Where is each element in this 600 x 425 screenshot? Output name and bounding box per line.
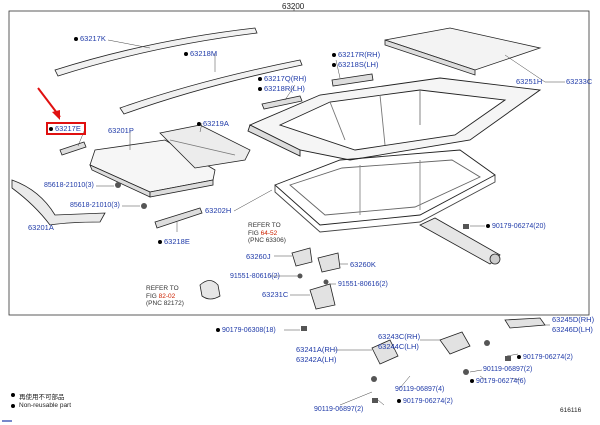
label-63201A[interactable]: 63201A	[28, 223, 54, 232]
bracket-63260J	[291, 247, 313, 267]
label-90179-06308[interactable]: 90179-06308(18)	[216, 327, 276, 335]
glass-63251H	[384, 27, 542, 76]
strip-63218E	[154, 207, 203, 229]
bracket-63243C	[439, 331, 471, 355]
label-90119-06897-2a[interactable]: 90119-06897(2)	[483, 366, 533, 373]
bolt-85618-b	[141, 203, 147, 209]
label-91551-a[interactable]: 91551-80616(2)	[230, 273, 280, 280]
label-90119-06897-2b[interactable]: 90119-06897(2)	[314, 406, 364, 413]
diagram-id: 616116	[560, 407, 582, 414]
screws-91551	[297, 273, 329, 285]
strip-63217Q	[261, 95, 303, 110]
label-63260K[interactable]: 63260K	[350, 260, 376, 269]
bar-63217E	[59, 141, 87, 156]
refer-note-64-52[interactable]: REFER TO FIG 64-52 (PNC 63306)	[248, 222, 286, 245]
label-90179-06274-20[interactable]: 90179-06274(20)	[486, 223, 546, 231]
label-63218S[interactable]: 63218S(LH)	[332, 61, 378, 69]
refer-note-2-fig: FIG	[146, 292, 159, 300]
refer-note-2-line3: (PNC 82172)	[146, 300, 184, 307]
refer-note-1-line1: REFER TO	[248, 222, 281, 229]
highlight-box	[46, 122, 86, 135]
label-63217R[interactable]: 63217R(RH)	[332, 51, 380, 59]
highlight-arrow	[37, 87, 61, 120]
roof-assembly	[247, 77, 542, 161]
frame-63202H	[274, 149, 496, 233]
label-63217E[interactable]: 63217E	[49, 125, 81, 133]
label-90179-06274-6[interactable]: 90179-06274(6)	[470, 378, 526, 386]
legend-dot-1	[11, 393, 15, 397]
refer-note-1-fig: FIG	[248, 229, 261, 237]
strip-63217R	[331, 73, 374, 87]
molding-63217K	[54, 27, 258, 77]
label-90179-06274-2a[interactable]: 90179-06274(2)	[517, 354, 573, 362]
refer-bracket-82-02	[199, 280, 221, 300]
refer-note-1-link[interactable]: 64-52	[260, 229, 278, 237]
label-90119-06897-4[interactable]: 90119-06897(4)	[395, 386, 445, 393]
molding-63218M	[119, 59, 303, 115]
bracket-63245D	[504, 317, 546, 329]
label-63245D[interactable]: 63245D(RH)	[552, 315, 595, 324]
bracket-63241A	[371, 339, 399, 365]
label-63260J[interactable]: 63260J	[246, 252, 271, 261]
label-85618-b[interactable]: 85618-21010(3)	[70, 202, 120, 209]
label-63218M[interactable]: 63218M	[184, 50, 217, 58]
label-63243C[interactable]: 63243C(RH)	[378, 332, 421, 341]
refer-note-2-line1: REFER TO	[146, 285, 179, 292]
legend-line-1: 再使用不可部品	[19, 394, 65, 401]
bolts-lower	[301, 326, 511, 403]
bolt-85618-a	[115, 182, 121, 188]
clip-90179-a	[463, 224, 469, 229]
legend-line-2: Non-reusable part	[19, 402, 72, 409]
refer-note-2-link[interactable]: 82-02	[158, 292, 176, 300]
label-63219A[interactable]: 63219A	[197, 120, 229, 128]
label-63244C[interactable]: 63244C(LH)	[378, 342, 419, 351]
drain-tube	[419, 217, 501, 265]
label-91551-b[interactable]: 91551-80616(2)	[338, 281, 388, 288]
refer-note-1-line3: (PNC 63306)	[248, 237, 286, 244]
label-63218R[interactable]: 63218R(LH)	[258, 85, 305, 93]
label-63231C[interactable]: 63231C	[262, 290, 289, 299]
refer-note-82-02[interactable]: REFER TO FIG 82-02 (PNC 82172)	[146, 285, 184, 308]
refer-note-2-line2: FIG 82-02	[146, 293, 184, 301]
bracket-63231C	[309, 283, 336, 310]
label-63241A[interactable]: 63241A(RH)	[296, 345, 338, 354]
label-63217Q[interactable]: 63217Q(RH)	[258, 75, 307, 83]
deflector-63201A	[11, 179, 106, 226]
label-63251H[interactable]: 63251H	[516, 77, 543, 86]
label-63218E[interactable]: 63218E	[158, 238, 190, 246]
label-85618-a[interactable]: 85618-21010(3)	[44, 182, 94, 189]
diagram-title: 63200	[282, 2, 305, 11]
label-63246D[interactable]: 63246D(LH)	[552, 325, 593, 334]
legend-dot-2	[11, 404, 15, 408]
refer-note-1-line2: FIG 64-52	[248, 230, 286, 238]
bracket-63260K	[317, 252, 341, 273]
diagram-frame	[8, 10, 590, 316]
label-63202H[interactable]: 63202H	[205, 206, 232, 215]
label-63242A[interactable]: 63242A(LH)	[296, 355, 337, 364]
label-63201P[interactable]: 63201P	[108, 126, 134, 135]
label-63217K[interactable]: 63217K	[74, 35, 106, 43]
label-63233C[interactable]: 63233C	[566, 77, 593, 86]
label-90179-06274-2b[interactable]: 90179-06274(2)	[397, 398, 453, 406]
bracket-63219A	[159, 124, 251, 169]
